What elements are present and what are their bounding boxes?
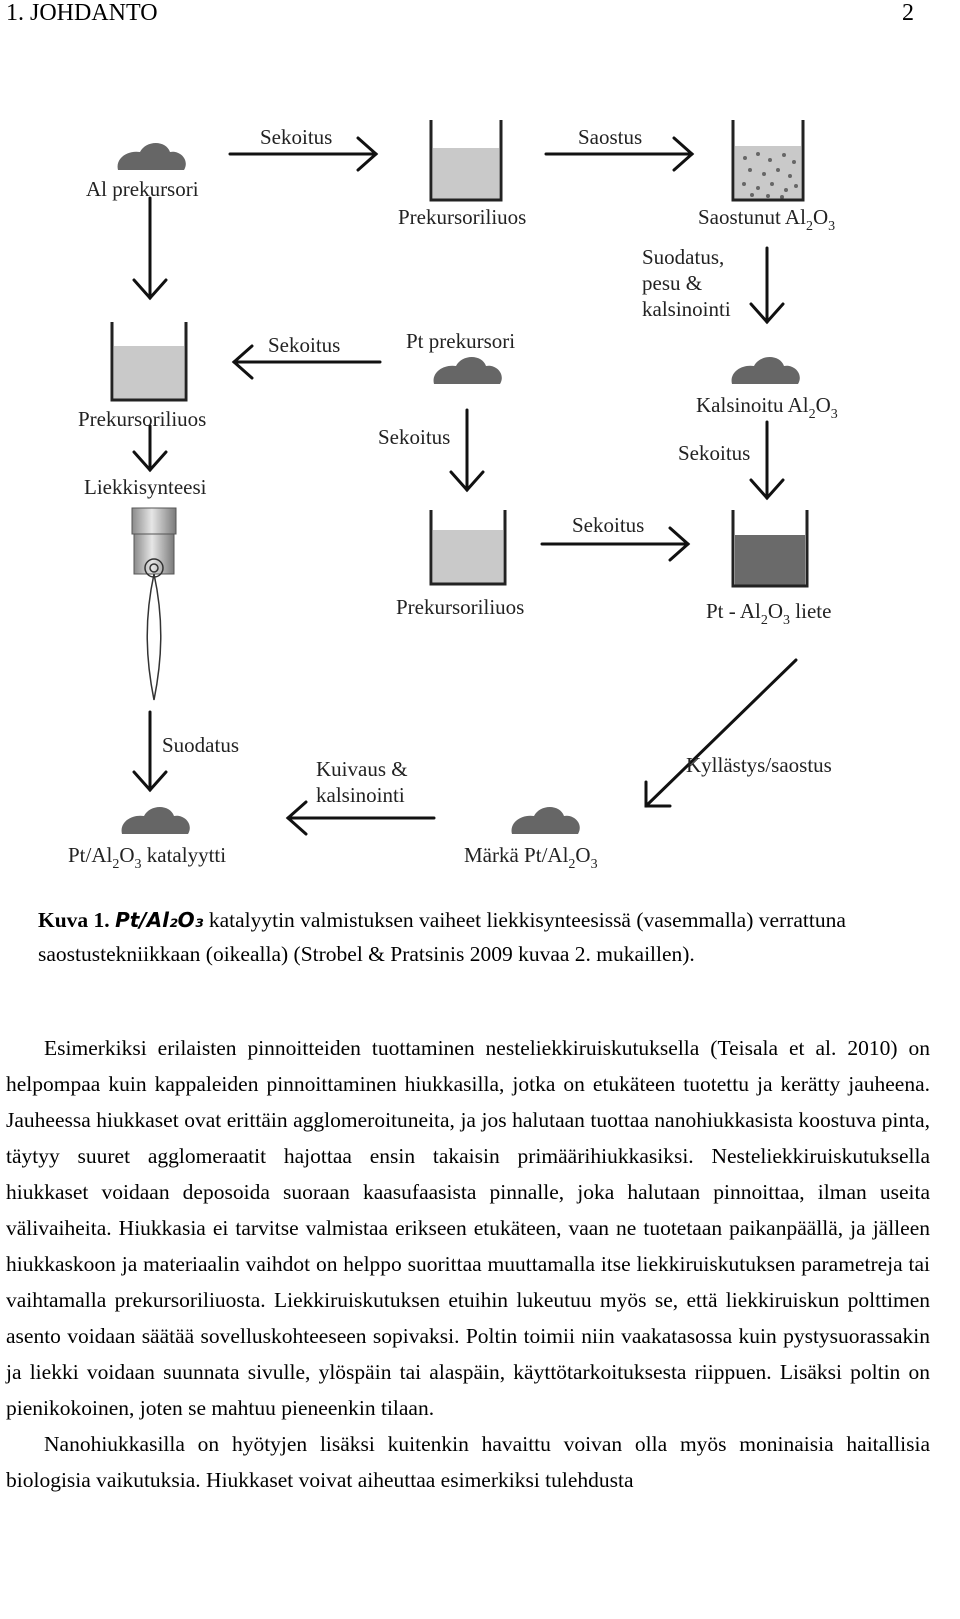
label-mixing-left: Sekoitus bbox=[268, 333, 340, 357]
label-mixing-middle: Sekoitus bbox=[572, 513, 644, 537]
label-precursor-solution-left: Prekursoriliuos bbox=[78, 407, 206, 431]
catalyst-powder-icon bbox=[121, 807, 190, 834]
caption-text: katalyytin valmistuksen vaiheet liekkisy… bbox=[38, 908, 846, 966]
label-catalyst: Pt/Al2O3 katalyytti bbox=[68, 843, 226, 872]
beaker-precipitated-icon bbox=[731, 120, 805, 202]
label-precursor-solution-top: Prekursoriliuos bbox=[398, 205, 526, 229]
label-mixing-center: Sekoitus bbox=[378, 425, 450, 449]
label-filtration-2: pesu & bbox=[642, 271, 702, 295]
label-filtration-1: Suodatus, bbox=[642, 245, 724, 269]
pt-precursor-powder-icon bbox=[433, 357, 502, 384]
label-precipitation: Saostus bbox=[578, 125, 642, 149]
flame-spray-nozzle-icon bbox=[131, 507, 177, 578]
label-drying-2: kalsinointi bbox=[316, 783, 405, 807]
caption-formula: Pt/Al₂O₃ bbox=[115, 908, 204, 932]
arrow-mixing-left-icon bbox=[231, 344, 382, 380]
beaker-precursor-top-icon bbox=[429, 120, 503, 202]
label-flame-synthesis: Liekkisynteesi bbox=[84, 475, 207, 499]
label-pt-precursor: Pt prekursori bbox=[406, 329, 515, 353]
label-al-precursor: Al prekursori bbox=[86, 177, 199, 201]
chapter-title: 1. JOHDANTO bbox=[6, 0, 158, 26]
arrow-pt-down-icon bbox=[449, 408, 485, 493]
label-calcined: Kalsinoitu Al2O3 bbox=[696, 393, 838, 422]
calcined-powder-icon bbox=[731, 357, 800, 384]
label-filtration-3: kalsinointi bbox=[642, 297, 731, 321]
page-number: 2 bbox=[902, 0, 914, 26]
label-drying-1: Kuivaus & bbox=[316, 757, 408, 781]
label-precipitated: Saostunut Al2O3 bbox=[698, 205, 835, 234]
body-text: Esimerkiksi erilaisten pinnoitteiden tuo… bbox=[6, 1030, 930, 1498]
process-diagram: Al prekursori Sekoitus Prekursoriliuos S… bbox=[0, 100, 960, 900]
label-slurry: Pt - Al2O3 liete bbox=[706, 599, 831, 628]
arrow-filtration-down-icon bbox=[749, 246, 785, 325]
arrow-precipitation-icon bbox=[544, 136, 695, 172]
label-precursor-solution-center: Prekursoriliuos bbox=[396, 595, 524, 619]
flame-icon bbox=[146, 573, 162, 701]
arrow-al-down-icon bbox=[132, 196, 168, 301]
page-header: 1. JOHDANTO 2 bbox=[6, 0, 914, 30]
arrow-calcined-down-icon bbox=[749, 420, 785, 501]
al-precursor-powder-icon bbox=[117, 143, 186, 170]
figure-caption: Kuva 1. Pt/Al₂O₃ katalyytin valmistuksen… bbox=[38, 903, 918, 971]
label-wet-catalyst: Märkä Pt/Al2O3 bbox=[464, 843, 598, 872]
arrow-mixing-middle-icon bbox=[540, 526, 691, 562]
beaker-precursor-center-icon bbox=[429, 510, 507, 586]
beaker-slurry-icon bbox=[731, 510, 809, 588]
arrow-filtration-left-icon bbox=[132, 710, 168, 793]
label-mixing-right: Sekoitus bbox=[678, 441, 750, 465]
beaker-precursor-left-icon bbox=[110, 322, 188, 402]
label-impregnation: Kyllästys/saostus bbox=[686, 753, 832, 777]
arrow-mixing-top-left-icon bbox=[228, 136, 379, 172]
paragraph-1: Esimerkiksi erilaisten pinnoitteiden tuo… bbox=[6, 1036, 930, 1420]
label-filtration: Suodatus bbox=[162, 733, 239, 757]
arrow-drying-icon bbox=[285, 800, 436, 836]
arrow-impregnation-icon bbox=[644, 658, 798, 808]
caption-label: Kuva 1. bbox=[38, 908, 110, 932]
paragraph-2: Nanohiukkasilla on hyötyjen lisäksi kuit… bbox=[6, 1432, 930, 1492]
wet-catalyst-powder-icon bbox=[511, 807, 580, 834]
label-mixing-1: Sekoitus bbox=[260, 125, 332, 149]
arrow-flame-down-icon bbox=[132, 424, 168, 473]
